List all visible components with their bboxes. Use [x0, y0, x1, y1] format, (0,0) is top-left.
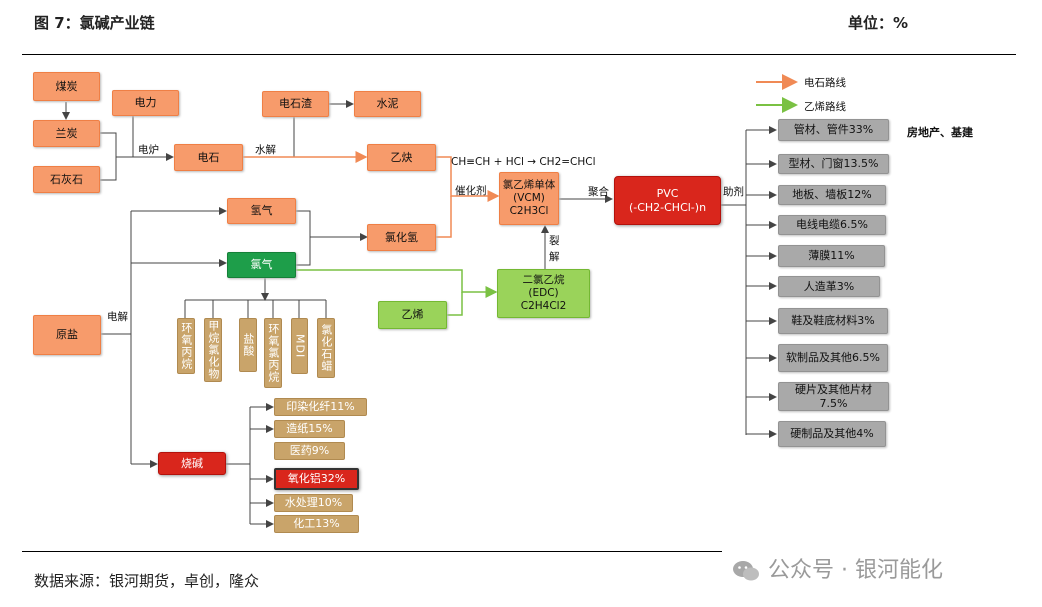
chlorine-product: MDI [291, 318, 308, 374]
pvc-use: 型材、门窗13.5% [778, 154, 889, 174]
node-pvc: PVC (-CH2-CHCl-)n [614, 176, 721, 225]
label-hydrolysis: 水解 [255, 144, 276, 156]
label-electrolysis: 电解 [107, 311, 128, 323]
caustic-use: 印染化纤11% [274, 398, 367, 416]
node-hcl: 氯化氢 [367, 224, 436, 251]
pvc-use: 管材、管件33% [778, 119, 889, 141]
chlorine-product: 氯化石蜡 [317, 318, 335, 378]
pvc-use: 薄膜11% [778, 245, 885, 267]
node-chlorine: 氯气 [227, 252, 296, 278]
legend-carbide-route: 电石路线 [804, 77, 846, 89]
node-acetylene: 乙炔 [367, 144, 436, 171]
figure-title: 图 7：氯碱产业链 [34, 14, 155, 32]
vcm-name: 氯乙烯单体 [502, 178, 556, 191]
label-cracking-1: 裂 [549, 235, 560, 247]
node-power: 电力 [112, 90, 179, 116]
watermark-text: 公众号 · 银河能化 [768, 558, 943, 583]
node-cement: 水泥 [354, 91, 421, 117]
pvc-use: 鞋及鞋底材料3% [778, 308, 888, 334]
chlorine-product: 盐酸 [239, 318, 257, 372]
node-vcm: 氯乙烯单体 (VCM) C2H3Cl [499, 172, 559, 225]
pvc-use: 电线电缆6.5% [778, 215, 886, 235]
caustic-use-alumina: 氧化铝32% [274, 468, 359, 490]
node-edc: 二氯乙烷 (EDC) C2H4Cl2 [497, 269, 590, 318]
chlorine-product: 甲烷氯化物 [204, 318, 222, 382]
pvc-use-note: 房地产、基建 [907, 126, 973, 139]
edc-name: 二氯乙烷 [522, 273, 565, 286]
label-cracking-2: 解 [549, 251, 560, 263]
bottom-rule [22, 551, 722, 552]
label-additive: 助剂 [723, 186, 744, 198]
label-reaction: CH≡CH + HCl → CH2=CHCl [451, 156, 596, 168]
pvc-name: PVC [656, 186, 679, 200]
node-coal: 煤炭 [33, 72, 100, 101]
node-hydrogen: 氢气 [227, 198, 296, 224]
label-polymerize: 聚合 [588, 186, 609, 198]
watermark: 公众号 · 银河能化 [732, 552, 943, 584]
pvc-use: 人造革3% [778, 276, 880, 297]
legend-ethylene-route: 乙烯路线 [804, 101, 846, 113]
pvc-use: 硬片及其他片材7.5% [778, 382, 889, 411]
chlorine-product: 环氧丙烷 [177, 318, 195, 374]
caustic-use: 化工13% [274, 515, 359, 533]
pvc-use: 地板、墙板12% [778, 185, 886, 205]
caustic-use: 水处理10% [274, 494, 353, 512]
node-carbide-slag: 电石渣 [262, 91, 329, 117]
node-limestone: 石灰石 [33, 166, 100, 193]
unit-label: 单位：% [848, 14, 909, 32]
node-ethylene: 乙烯 [378, 301, 447, 329]
vcm-abbr: (VCM) [513, 191, 545, 204]
caustic-use: 医药9% [274, 442, 345, 460]
node-coke: 兰炭 [33, 120, 100, 147]
label-catalyst: 催化剂 [455, 185, 487, 197]
label-furnace: 电炉 [138, 144, 159, 156]
chlorine-product: 环氧氯丙烷 [264, 318, 282, 388]
source-note: 数据来源：银河期货，卓创，隆众 [34, 572, 260, 590]
edc-abbr: (EDC) [528, 286, 559, 299]
edc-formula: C2H4Cl2 [520, 300, 567, 313]
vcm-formula: C2H3Cl [509, 205, 549, 218]
node-carbide: 电石 [174, 144, 243, 171]
pvc-use: 软制品及其他6.5% [778, 344, 888, 372]
node-caustic-soda: 烧碱 [158, 452, 226, 475]
pvc-use: 硬制品及其他4% [778, 421, 886, 447]
caustic-use: 造纸15% [274, 420, 345, 438]
wechat-icon [733, 561, 759, 581]
pvc-formula: (-CH2-CHCl-)n [628, 200, 707, 214]
top-rule [22, 54, 1016, 55]
node-salt: 原盐 [33, 315, 101, 355]
